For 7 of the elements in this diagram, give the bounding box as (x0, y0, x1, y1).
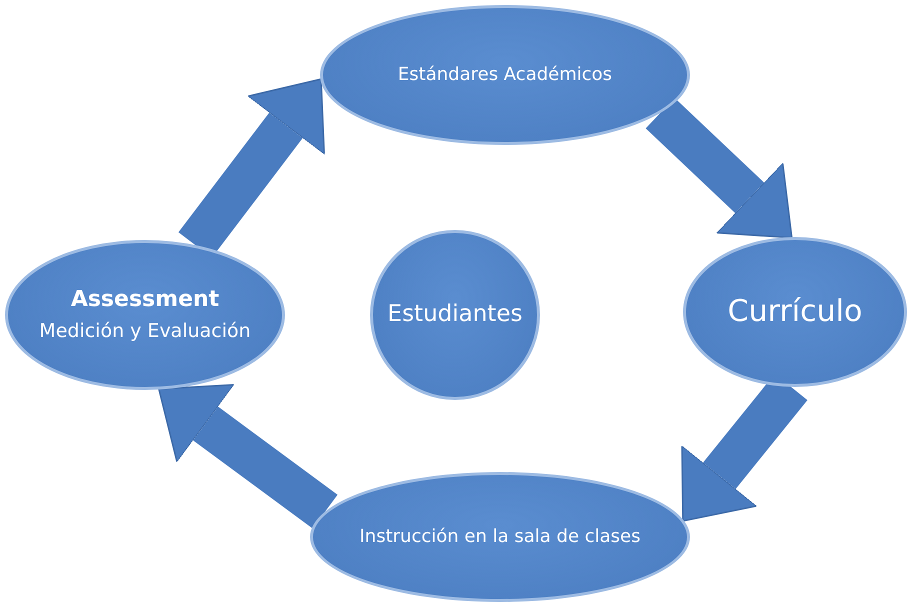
node-label: Estudiantes (388, 301, 522, 329)
node-heading: Assessment (70, 287, 220, 314)
node-label: Instrucción en la sala de clases (360, 526, 640, 548)
node-label: Estándares Académicos (398, 64, 612, 86)
node-label: Medición y Evaluación (39, 320, 251, 343)
block-arrow (158, 384, 338, 529)
node-label: Currículo (728, 294, 862, 330)
